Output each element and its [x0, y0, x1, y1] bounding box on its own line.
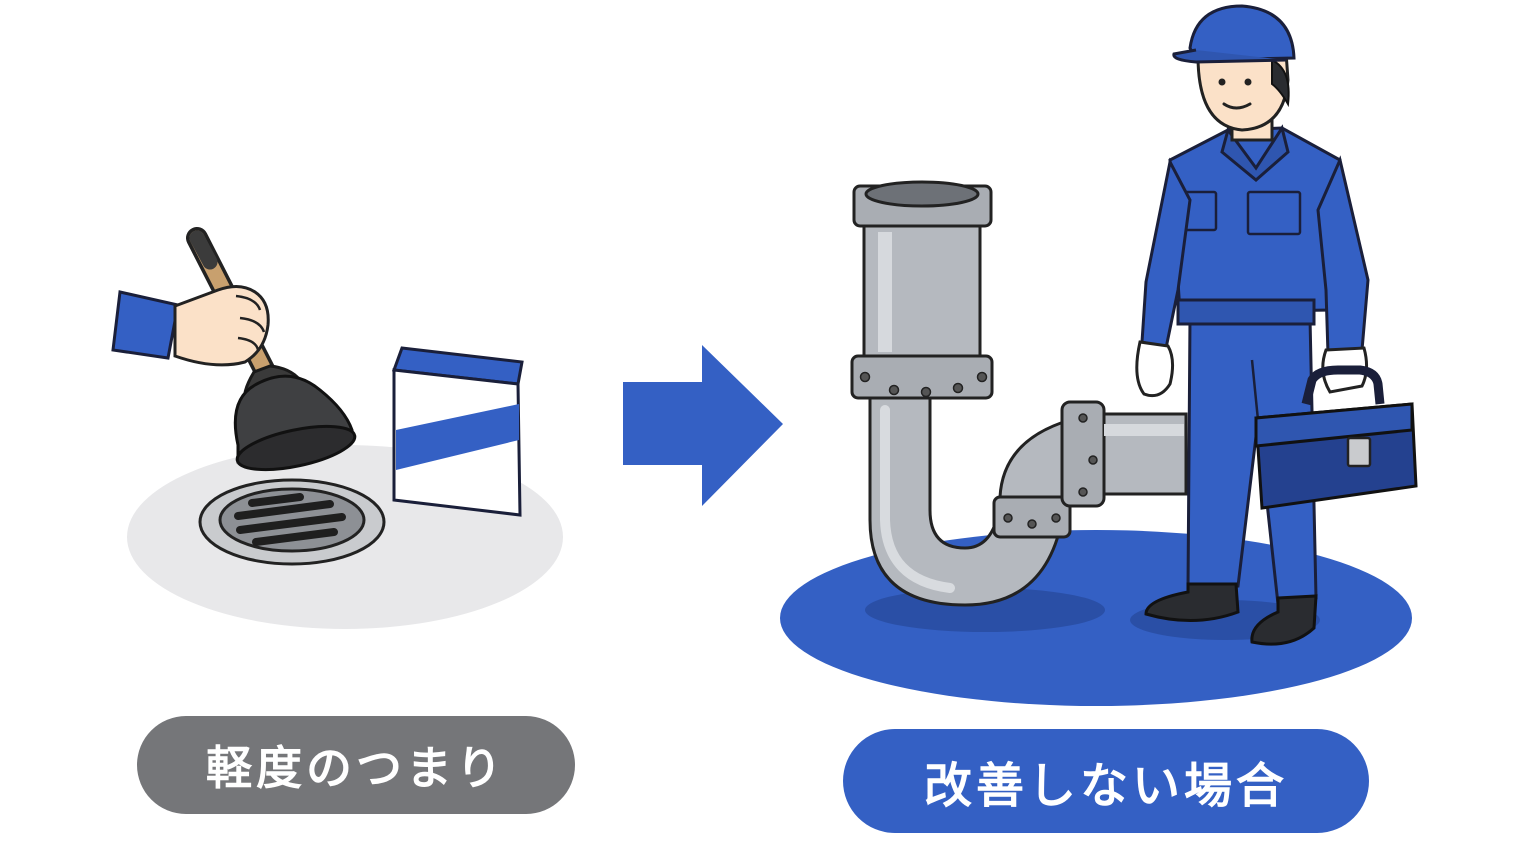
hand-icon	[111, 285, 270, 367]
arrow-right-icon	[623, 345, 783, 506]
cleaner-box-icon	[391, 346, 524, 517]
label-not-improved: 改善しない場合	[843, 729, 1369, 833]
toolbox-icon	[1254, 365, 1418, 510]
label-mild-clog: 軽度のつまり	[137, 716, 575, 814]
plumber-icon	[1135, 4, 1370, 646]
pipe-icon	[850, 180, 1188, 607]
drain-icon	[198, 478, 386, 566]
